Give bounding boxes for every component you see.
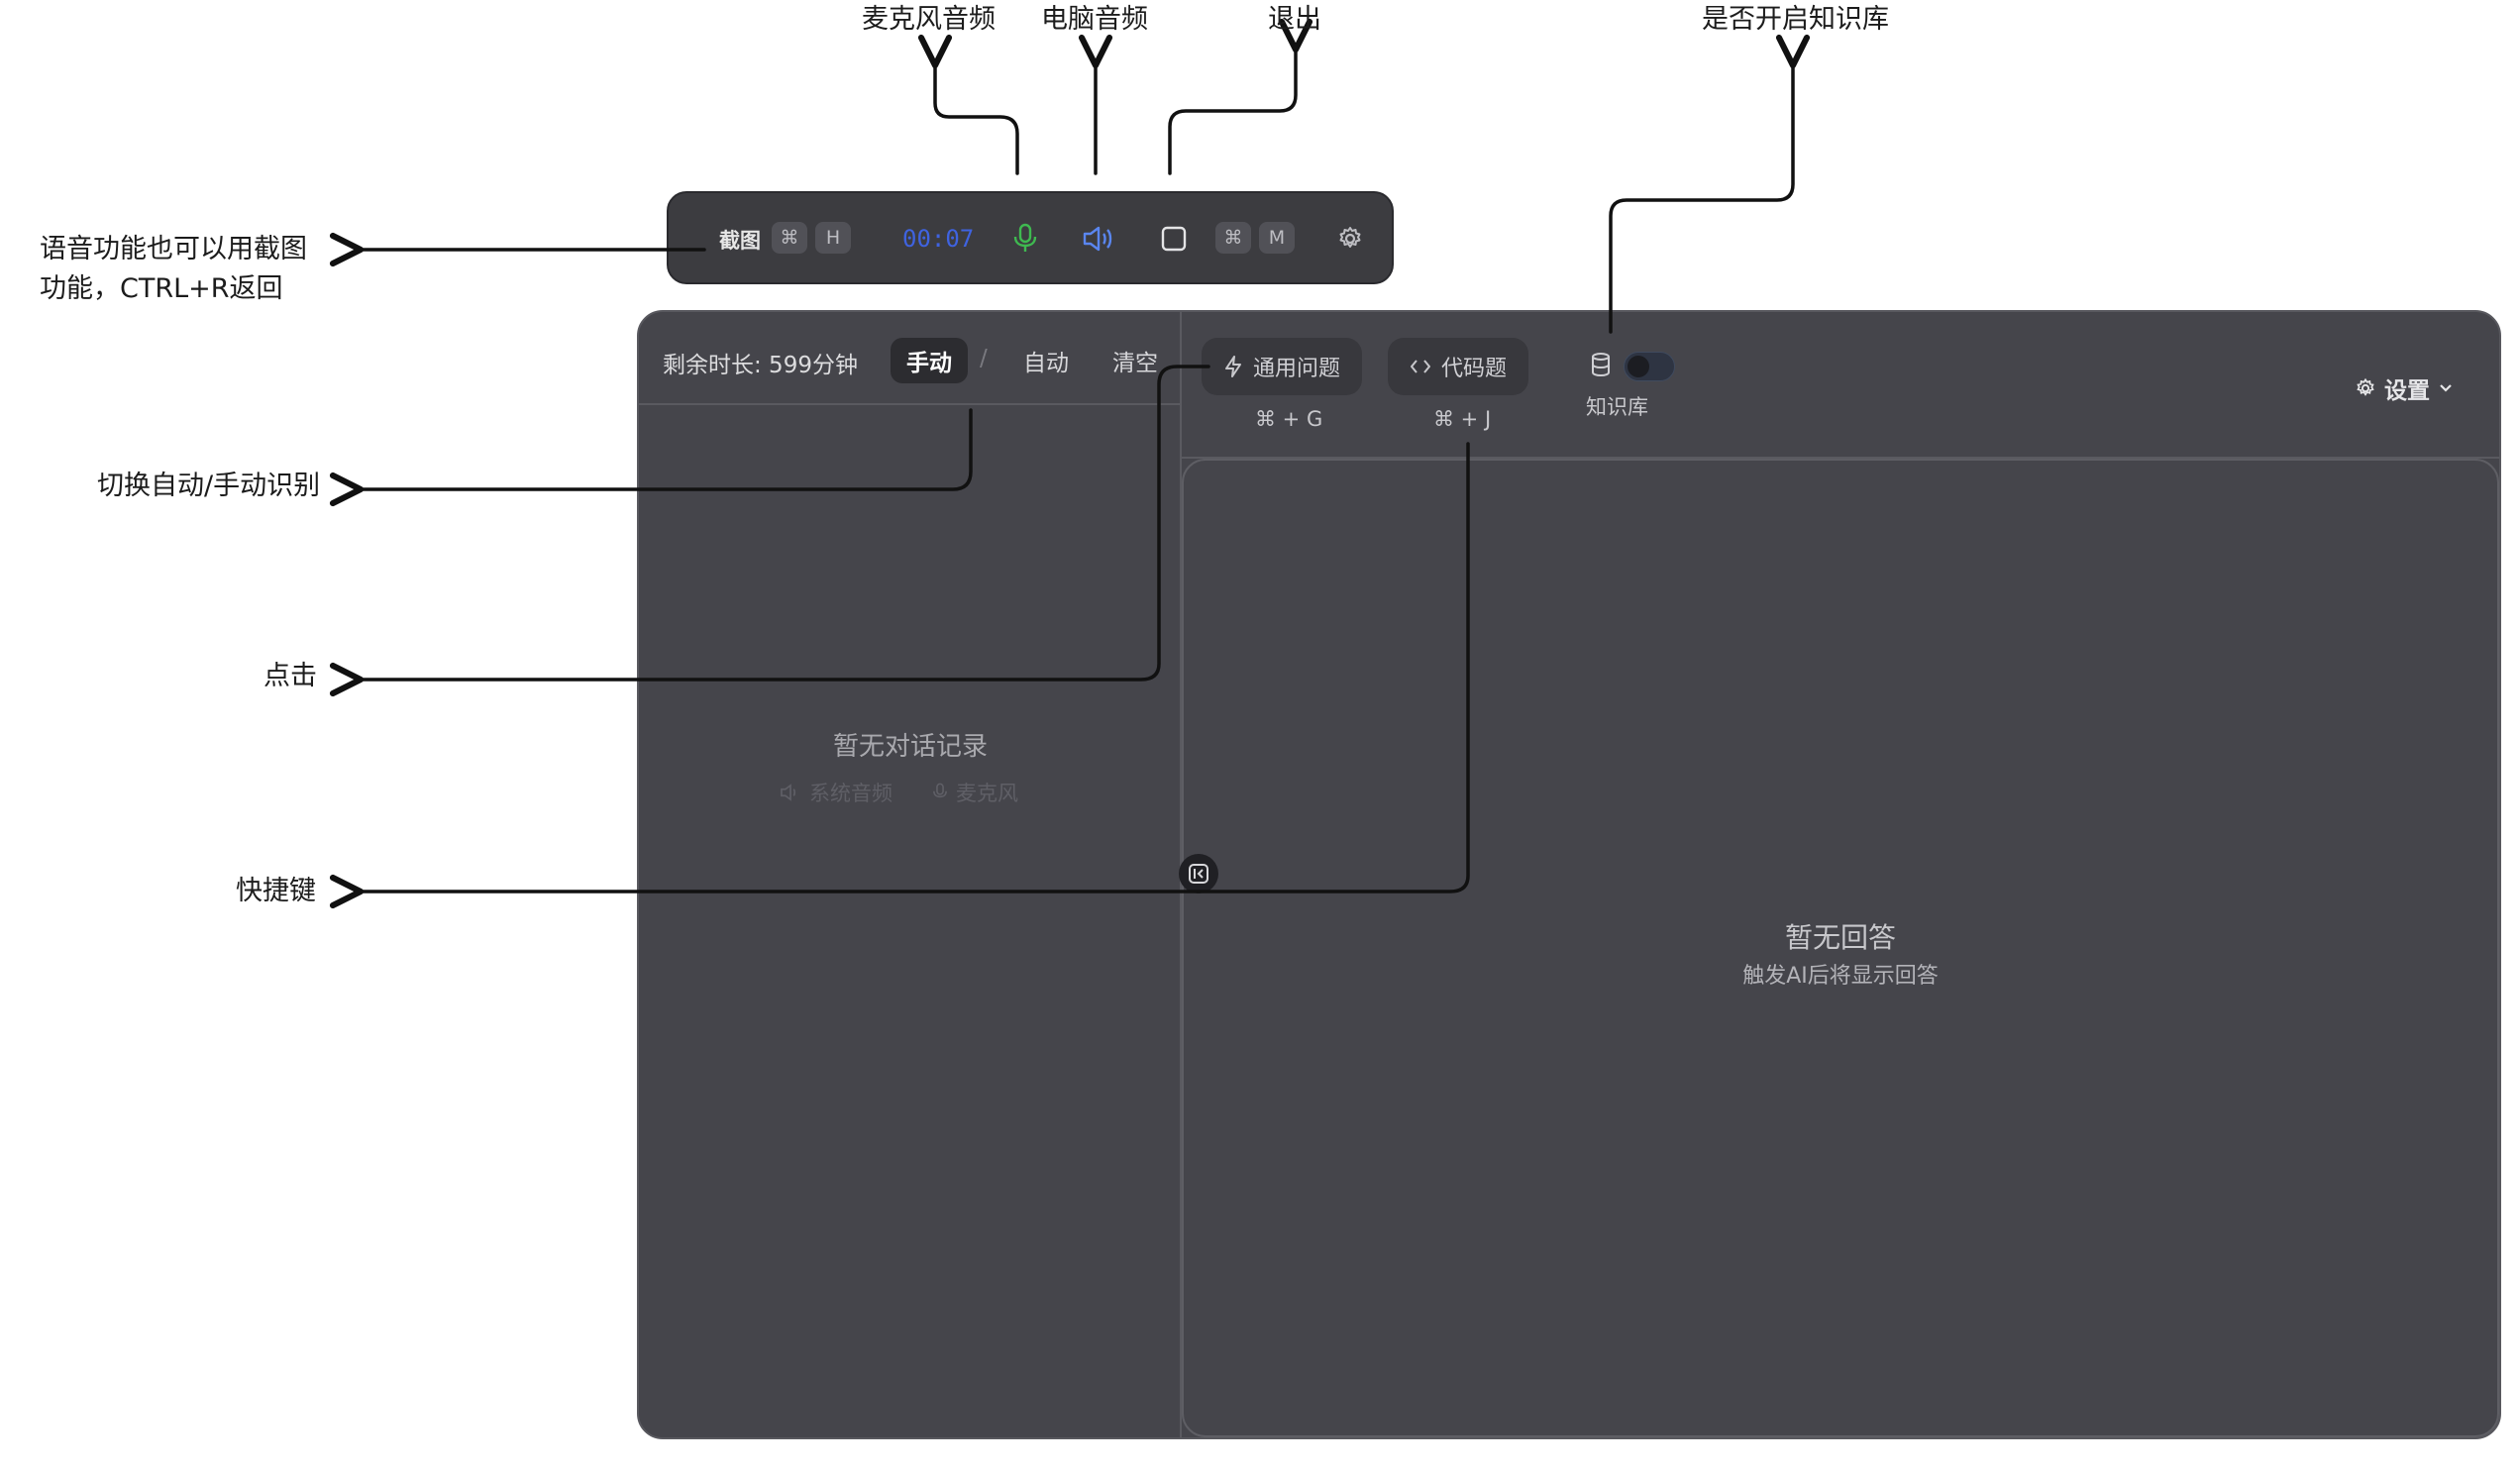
annotation-shortcut: 快捷键 (236, 876, 316, 906)
answer-panel: 暂无回答 触发AI后将显示回答 (1182, 459, 2499, 1437)
knowledge-base-toggle[interactable] (1624, 352, 1675, 381)
general-question-shortcut: ⌘ + G (1255, 407, 1323, 431)
general-question-label: 通用问题 (1253, 357, 1341, 381)
answer-header: 通用问题 ⌘ + G 代码题 ⌘ + J 知识库 设置 (1182, 312, 2499, 459)
annotation-toggle-recognition: 切换自动/手动识别 (97, 471, 321, 501)
floating-toolbar: 截图 ⌘ H 00:07 ⌘ M (667, 191, 1394, 284)
arrow-exit (1168, 18, 1313, 175)
recording-timer: 00:07 (902, 225, 975, 253)
settings-label: 设置 (2384, 378, 2430, 404)
empty-answer-subtitle: 触发AI后将显示回答 (1742, 964, 1939, 989)
mode-auto-button[interactable]: 自动 (1023, 351, 1069, 376)
mic-icon[interactable] (1005, 219, 1045, 259)
lightning-icon (1225, 356, 1241, 377)
annotation-click: 点击 (263, 661, 317, 691)
mute-key-cmd: ⌘ (1215, 222, 1251, 254)
speaker-icon[interactable] (1077, 219, 1120, 259)
settings-button[interactable]: 设置 (2355, 371, 2454, 405)
collapse-icon (1189, 864, 1208, 884)
mode-manual-button[interactable]: 手动 (891, 338, 968, 383)
empty-answer-title: 暂无回答 (1784, 921, 1896, 954)
conversation-pane: 剩余时长: 599分钟 手动 / 自动 清空 暂无对话记录 系统音频 麦克风 (639, 312, 1182, 1437)
app-window: 剩余时长: 599分钟 手动 / 自动 清空 暂无对话记录 系统音频 麦克风 通… (637, 310, 2501, 1439)
annotation-mic-audio: 麦克风音频 (862, 4, 996, 35)
conversation-header: 剩余时长: 599分钟 手动 / 自动 清空 (639, 312, 1180, 405)
clear-button[interactable]: 清空 (1112, 351, 1158, 376)
database-icon (1590, 352, 1612, 381)
system-audio-label: 系统音频 (809, 782, 892, 805)
stop-square-icon[interactable] (1154, 219, 1194, 259)
arrow-knowledge (1609, 34, 1811, 334)
gear-icon[interactable] (1330, 219, 1370, 259)
code-question-label: 代码题 (1441, 357, 1508, 381)
mute-key-m: M (1259, 222, 1295, 254)
collapse-sidebar-button[interactable] (1179, 854, 1218, 894)
mic-label: 麦克风 (956, 782, 1018, 805)
knowledge-base-label: 知识库 (1586, 395, 1648, 419)
empty-conversation-sources: 系统音频 麦克风 (780, 778, 1018, 807)
code-question-shortcut: ⌘ + J (1433, 407, 1492, 431)
code-question-button[interactable]: 代码题 (1388, 338, 1529, 395)
chevron-down-icon (2440, 384, 2452, 392)
annotation-pc-audio: 电脑音频 (1041, 4, 1148, 35)
general-question-button[interactable]: 通用问题 (1202, 338, 1363, 395)
screenshot-key-h: H (815, 222, 851, 254)
annotation-knowledge-toggle: 是否开启知识库 (1702, 4, 1889, 35)
annotation-exit: 退出 (1268, 4, 1321, 35)
remaining-time: 剩余时长: 599分钟 (663, 353, 858, 378)
code-icon (1411, 360, 1430, 373)
gear-icon (2357, 377, 2374, 396)
screenshot-button[interactable]: 截图 (719, 229, 761, 253)
screenshot-key-cmd: ⌘ (772, 222, 807, 254)
empty-conversation-title: 暂无对话记录 (832, 732, 988, 762)
annotation-screenshot-hint: 语音功能也可以用截图功能，CTRL+R返回 (40, 234, 307, 304)
mic-icon (933, 783, 947, 798)
mode-separator: / (980, 346, 988, 371)
toggle-knob (1628, 356, 1649, 377)
speaker-icon (781, 784, 796, 801)
arrow-mic-audio (917, 34, 1019, 175)
